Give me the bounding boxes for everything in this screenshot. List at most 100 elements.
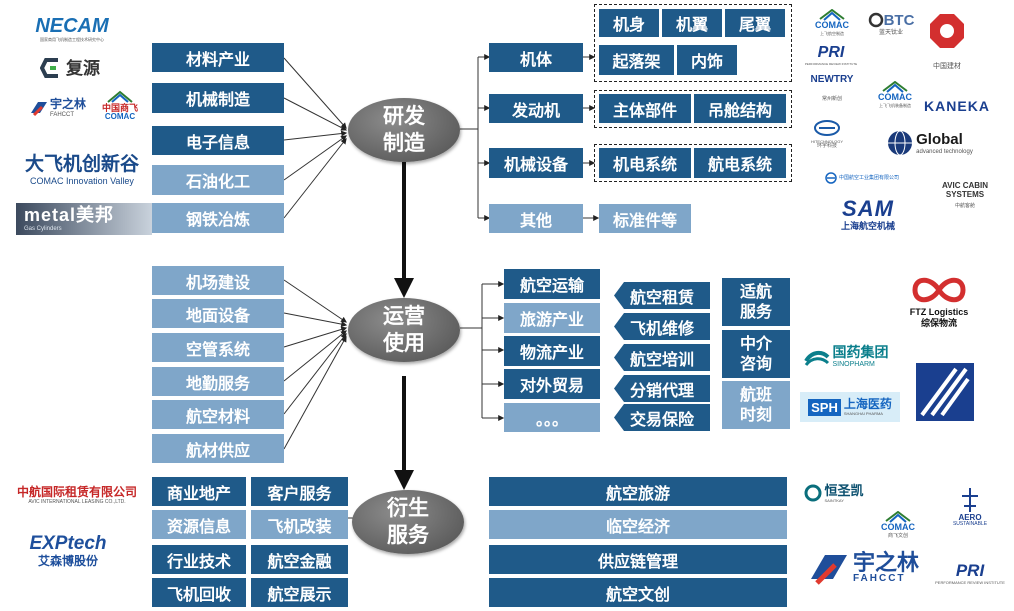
comac-cn-logo-sub: COMAC xyxy=(104,111,136,121)
airframe-parts-group xyxy=(594,4,792,82)
comac-wc-text: COMAC xyxy=(881,522,915,532)
hub-operations: 运营 使用 xyxy=(348,298,460,362)
pri-text: PRI xyxy=(817,43,845,61)
global-sphere-icon xyxy=(888,130,913,156)
rd-left-item: 钢铁冶炼 xyxy=(152,203,284,233)
comac-wc-logo: COMAC 商飞文创 xyxy=(872,508,924,542)
avic-mark-icon xyxy=(825,172,837,184)
ftz-sub: 综保物流 xyxy=(920,317,957,328)
ops-sector: 旅游产业 xyxy=(504,303,600,333)
ops-left-item: 空管系统 xyxy=(152,333,284,362)
metal-logo-sub: Gas Cylinders xyxy=(24,226,62,232)
saintkay-text: 恒圣凯 xyxy=(824,482,864,498)
ops-left-item: 地面设备 xyxy=(152,299,284,328)
equipment-part: 机电系统 xyxy=(599,148,691,178)
avic-cabin-sub: 中航客舱 xyxy=(954,203,975,209)
sam-sub: 上海航空机械 xyxy=(840,220,895,231)
sph-sub: SHANGHAI PHARMA xyxy=(843,411,883,416)
btc-text: BTC xyxy=(883,11,915,29)
sph-logo: SPH 上海医药 SHANGHAI PHARMA xyxy=(800,392,900,422)
hub-ops-line2: 使用 xyxy=(383,331,425,355)
rd-left-item: 电子信息 xyxy=(152,126,284,155)
btc-ring-icon xyxy=(868,12,883,28)
avic-logo: 中国航空工业集团有限公司 xyxy=(806,170,918,186)
rd-airframe: 机体 xyxy=(489,43,583,72)
comac-sh-text: COMAC xyxy=(815,19,849,30)
hitech-sub: 环宇科技 xyxy=(816,142,837,149)
ops-left-item: 地勤服务 xyxy=(152,367,284,396)
diagonal-stripes-icon xyxy=(916,363,974,421)
ops-sector: 物流产业 xyxy=(504,336,600,366)
rd-engine: 发动机 xyxy=(489,94,583,123)
deriv-left-item: 客户服务 xyxy=(251,477,348,506)
ftz-infinity-icon xyxy=(912,277,966,302)
newtry-sub: 常州新创 xyxy=(821,95,842,102)
yuzhilin-large-text: 宇之林 xyxy=(852,550,919,575)
ops-sector: 对外贸易 xyxy=(504,369,600,399)
sam-logo: SAM 上海航空机械 xyxy=(818,196,918,232)
ops-advisory: 适航 服务 xyxy=(722,278,790,326)
yuzhilin-logo: 宇之林 FAHCCT xyxy=(22,94,94,122)
engine-part: 吊舱结构 xyxy=(694,94,786,123)
equipment-parts-group xyxy=(594,144,792,182)
ops-service: 飞机维修 xyxy=(614,313,710,340)
exptech-logo: EXPtech 艾森博股份 xyxy=(16,530,120,570)
pri-logo: PRI PERFORMANCE REVIEW INSTITUTE xyxy=(798,44,864,66)
pri-bottom-sub: PERFORMANCE REVIEW INSTITUTE xyxy=(935,579,1005,585)
comac-avc-logo: COMAC 上飞飞机装备制造 xyxy=(870,74,920,114)
exptech-logo-sub: 艾森博股份 xyxy=(37,553,98,568)
airframe-part: 起落架 xyxy=(599,45,674,75)
sam-text: SAM xyxy=(842,195,894,221)
btc-logo: BTC 蓝天钛业 xyxy=(862,6,920,42)
equipment-part: 航电系统 xyxy=(694,148,786,178)
necam-logo: NECAM 国家商用飞机制造工程技术研究中心 xyxy=(22,14,122,44)
deriv-left-item: 资源信息 xyxy=(152,510,246,539)
hub-derivative-services: 衍生 服务 xyxy=(352,490,464,554)
rd-left-item: 石油化工 xyxy=(152,165,284,195)
sinopharm-text: 国药集团 xyxy=(832,343,889,360)
ops-advisory: 中介 咨询 xyxy=(722,330,790,378)
sinopharm-logo: 国药集团 SINOPHARM xyxy=(796,336,896,376)
engine-parts-group xyxy=(594,90,792,128)
rd-left-item: 材料产业 xyxy=(152,43,284,72)
comac-wing-icon xyxy=(885,511,911,523)
hitech-logo: HITECHNOLOGY 环宇科技 xyxy=(804,114,850,152)
newtry-logo: NEWTRY 常州新创 xyxy=(800,70,864,106)
airframe-part: 机翼 xyxy=(662,9,722,37)
cnbm-sub: 中国建材 xyxy=(933,62,961,70)
ops-sector: 航空运输 xyxy=(504,269,600,299)
comac-wing-icon xyxy=(819,8,845,21)
innovation-valley-sub: COMAC Innovation Valley xyxy=(30,175,134,186)
ops-service: 交易保险 xyxy=(614,404,710,431)
avic-cabin-logo: AVIC CABIN SYSTEMS 中航客舱 xyxy=(936,172,994,218)
avic-text: 中国航空工业集团有限公司 xyxy=(838,174,899,181)
comac-avc-text: COMAC xyxy=(878,91,912,102)
global-logo: Global advanced technology xyxy=(884,122,976,164)
pri-sub: PERFORMANCE REVIEW INSTITUTE xyxy=(804,61,858,66)
avic-leasing-text: 中航国际租赁有限公司 xyxy=(16,484,137,499)
airframe-part: 机身 xyxy=(599,9,659,37)
hitech-text: HITECHNOLOGY xyxy=(810,138,843,144)
aero-figure-icon xyxy=(962,487,978,512)
comac-wc-sub: 商飞文创 xyxy=(887,533,908,539)
ops-left-item: 航空材料 xyxy=(152,400,284,429)
comac-sh-sub: 上飞航空制造 xyxy=(820,30,844,36)
yuzhilin-large-sub: FAHCCT xyxy=(852,573,906,584)
deriv-left-item: 商业地产 xyxy=(152,477,246,506)
fuyuan-logo-text: 复源 xyxy=(66,58,100,78)
metal-logo-text: metal美邦 xyxy=(24,205,115,225)
pri-bottom-text: PRI xyxy=(955,560,985,580)
deriv-right-item: 航空文创 xyxy=(489,578,787,607)
kaneka-logo: KANEKA xyxy=(924,94,990,118)
hub-deriv-line2: 服务 xyxy=(387,523,429,547)
hub-rd-line2: 制造 xyxy=(383,131,425,155)
sph-badge-icon: SPH xyxy=(808,398,841,416)
rd-equipment: 机械设备 xyxy=(489,148,583,178)
sinopharm-mark-icon xyxy=(803,350,829,366)
avic-leasing-sub: AVIC INTERNATIONAL LEASING CO.,LTD. xyxy=(28,498,126,505)
comac-cn-logo: 中国商飞 COMAC xyxy=(96,86,144,124)
global-text: Global xyxy=(916,130,963,148)
avic-cabin-text: AVIC CABIN SYSTEMS xyxy=(941,181,989,199)
ftz-logo: FTZ Logistics 综保物流 xyxy=(906,268,972,334)
